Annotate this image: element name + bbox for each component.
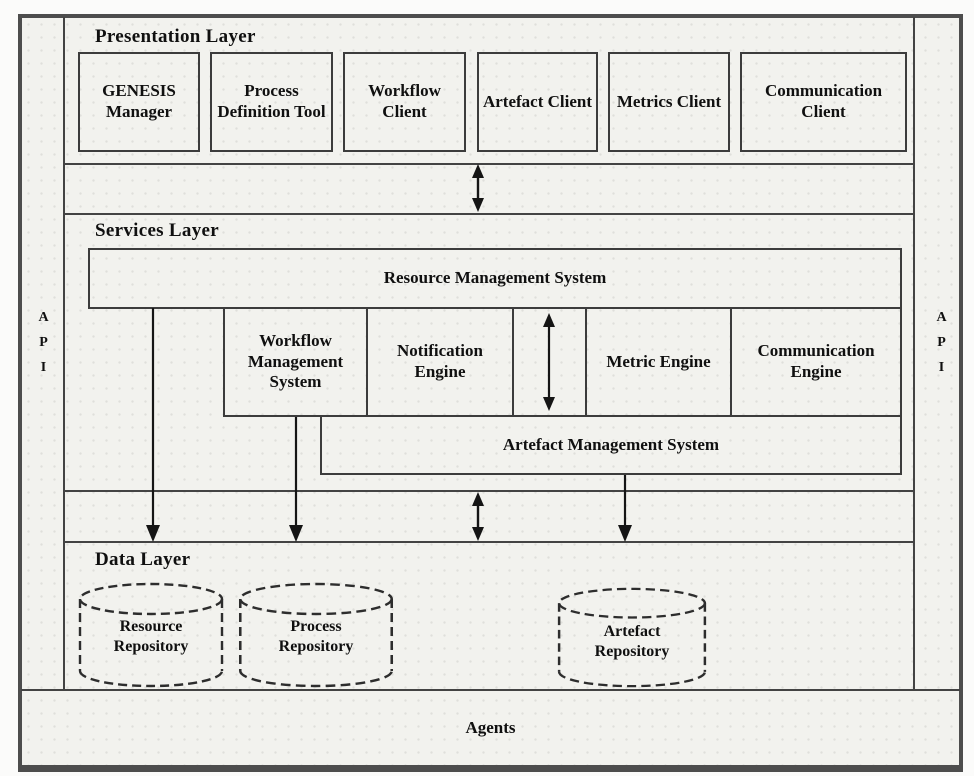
resource-management-system-box: Resource Management System	[88, 248, 902, 309]
right-api-strip-border	[913, 17, 915, 691]
artefact-management-system-box: Artefact Management System	[320, 415, 902, 475]
left-api-strip-border	[63, 17, 65, 691]
metric-engine-label: Metric Engine	[606, 351, 711, 371]
cylinder-shape	[238, 582, 394, 688]
communication-engine-label: Communication Engine	[757, 341, 875, 381]
arrow-resource-artefact-systems	[540, 313, 558, 411]
process-repository-cylinder: Process Repository	[236, 581, 396, 689]
services-layer-title: Services Layer	[95, 220, 219, 241]
communication-engine-box: Communication Engine	[730, 307, 902, 417]
resource-management-system-label: Resource Management System	[383, 268, 607, 288]
workflow-management-system-label: Workflow Management System	[247, 330, 344, 392]
repository-label: Artefact Repository	[594, 623, 670, 660]
api-label-right: API	[934, 309, 949, 385]
api-label-left: API	[36, 309, 51, 385]
client-box-metrics-client: Metrics Client	[608, 52, 730, 152]
cylinder-shape	[557, 587, 707, 688]
notification-engine-box: Notification Engine	[366, 307, 514, 417]
artefact-management-system-label: Artefact Management System	[502, 434, 720, 454]
artefact-repository-cylinder: Artefact Repository	[555, 586, 709, 689]
diagram-frame	[18, 14, 963, 772]
divider-services-top	[63, 213, 915, 215]
arrow-rms-to-data-layer	[144, 308, 162, 542]
client-box-process-definition-tool: Process Definition Tool	[210, 52, 333, 152]
client-box-workflow-client: Workflow Client	[343, 52, 466, 152]
client-box-label: GENESIS Manager	[102, 81, 176, 121]
arrow-ams-to-data-layer	[616, 475, 634, 542]
agents-bar: Agents	[21, 718, 960, 738]
client-box-label: Metrics Client	[616, 91, 722, 111]
client-box-communication-client: Communication Client	[740, 52, 907, 152]
arrow-wms-to-data-layer	[287, 417, 305, 542]
metric-engine-box: Metric Engine	[585, 307, 732, 417]
client-box-label: Workflow Client	[368, 81, 441, 121]
divider-presentation-bottom	[63, 163, 915, 165]
divider-data-top	[63, 541, 915, 543]
client-box-label: Communication Client	[764, 81, 883, 121]
agents-label: Agents	[465, 718, 516, 737]
notification-engine-label: Notification Engine	[397, 341, 483, 381]
repository-label: Resource Repository	[113, 618, 189, 655]
presentation-layer-title: Presentation Layer	[95, 26, 256, 47]
resource-repository-cylinder: Resource Repository	[76, 581, 226, 689]
arrow-services-data	[469, 492, 487, 541]
data-layer-title: Data Layer	[95, 549, 191, 570]
client-box-label: Process Definition Tool	[217, 81, 326, 121]
client-box-artefact-client: Artefact Client	[477, 52, 598, 152]
workflow-management-system-box: Workflow Management System	[223, 307, 368, 417]
cylinder-shape	[78, 582, 224, 688]
client-box-label: Artefact Client	[482, 91, 593, 111]
repository-label: Process Repository	[278, 618, 354, 655]
arrow-presentation-services	[469, 164, 487, 212]
divider-services-bottom	[63, 490, 915, 492]
client-box-genesis-manager: GENESIS Manager	[78, 52, 200, 152]
divider-agents-top	[21, 689, 960, 691]
